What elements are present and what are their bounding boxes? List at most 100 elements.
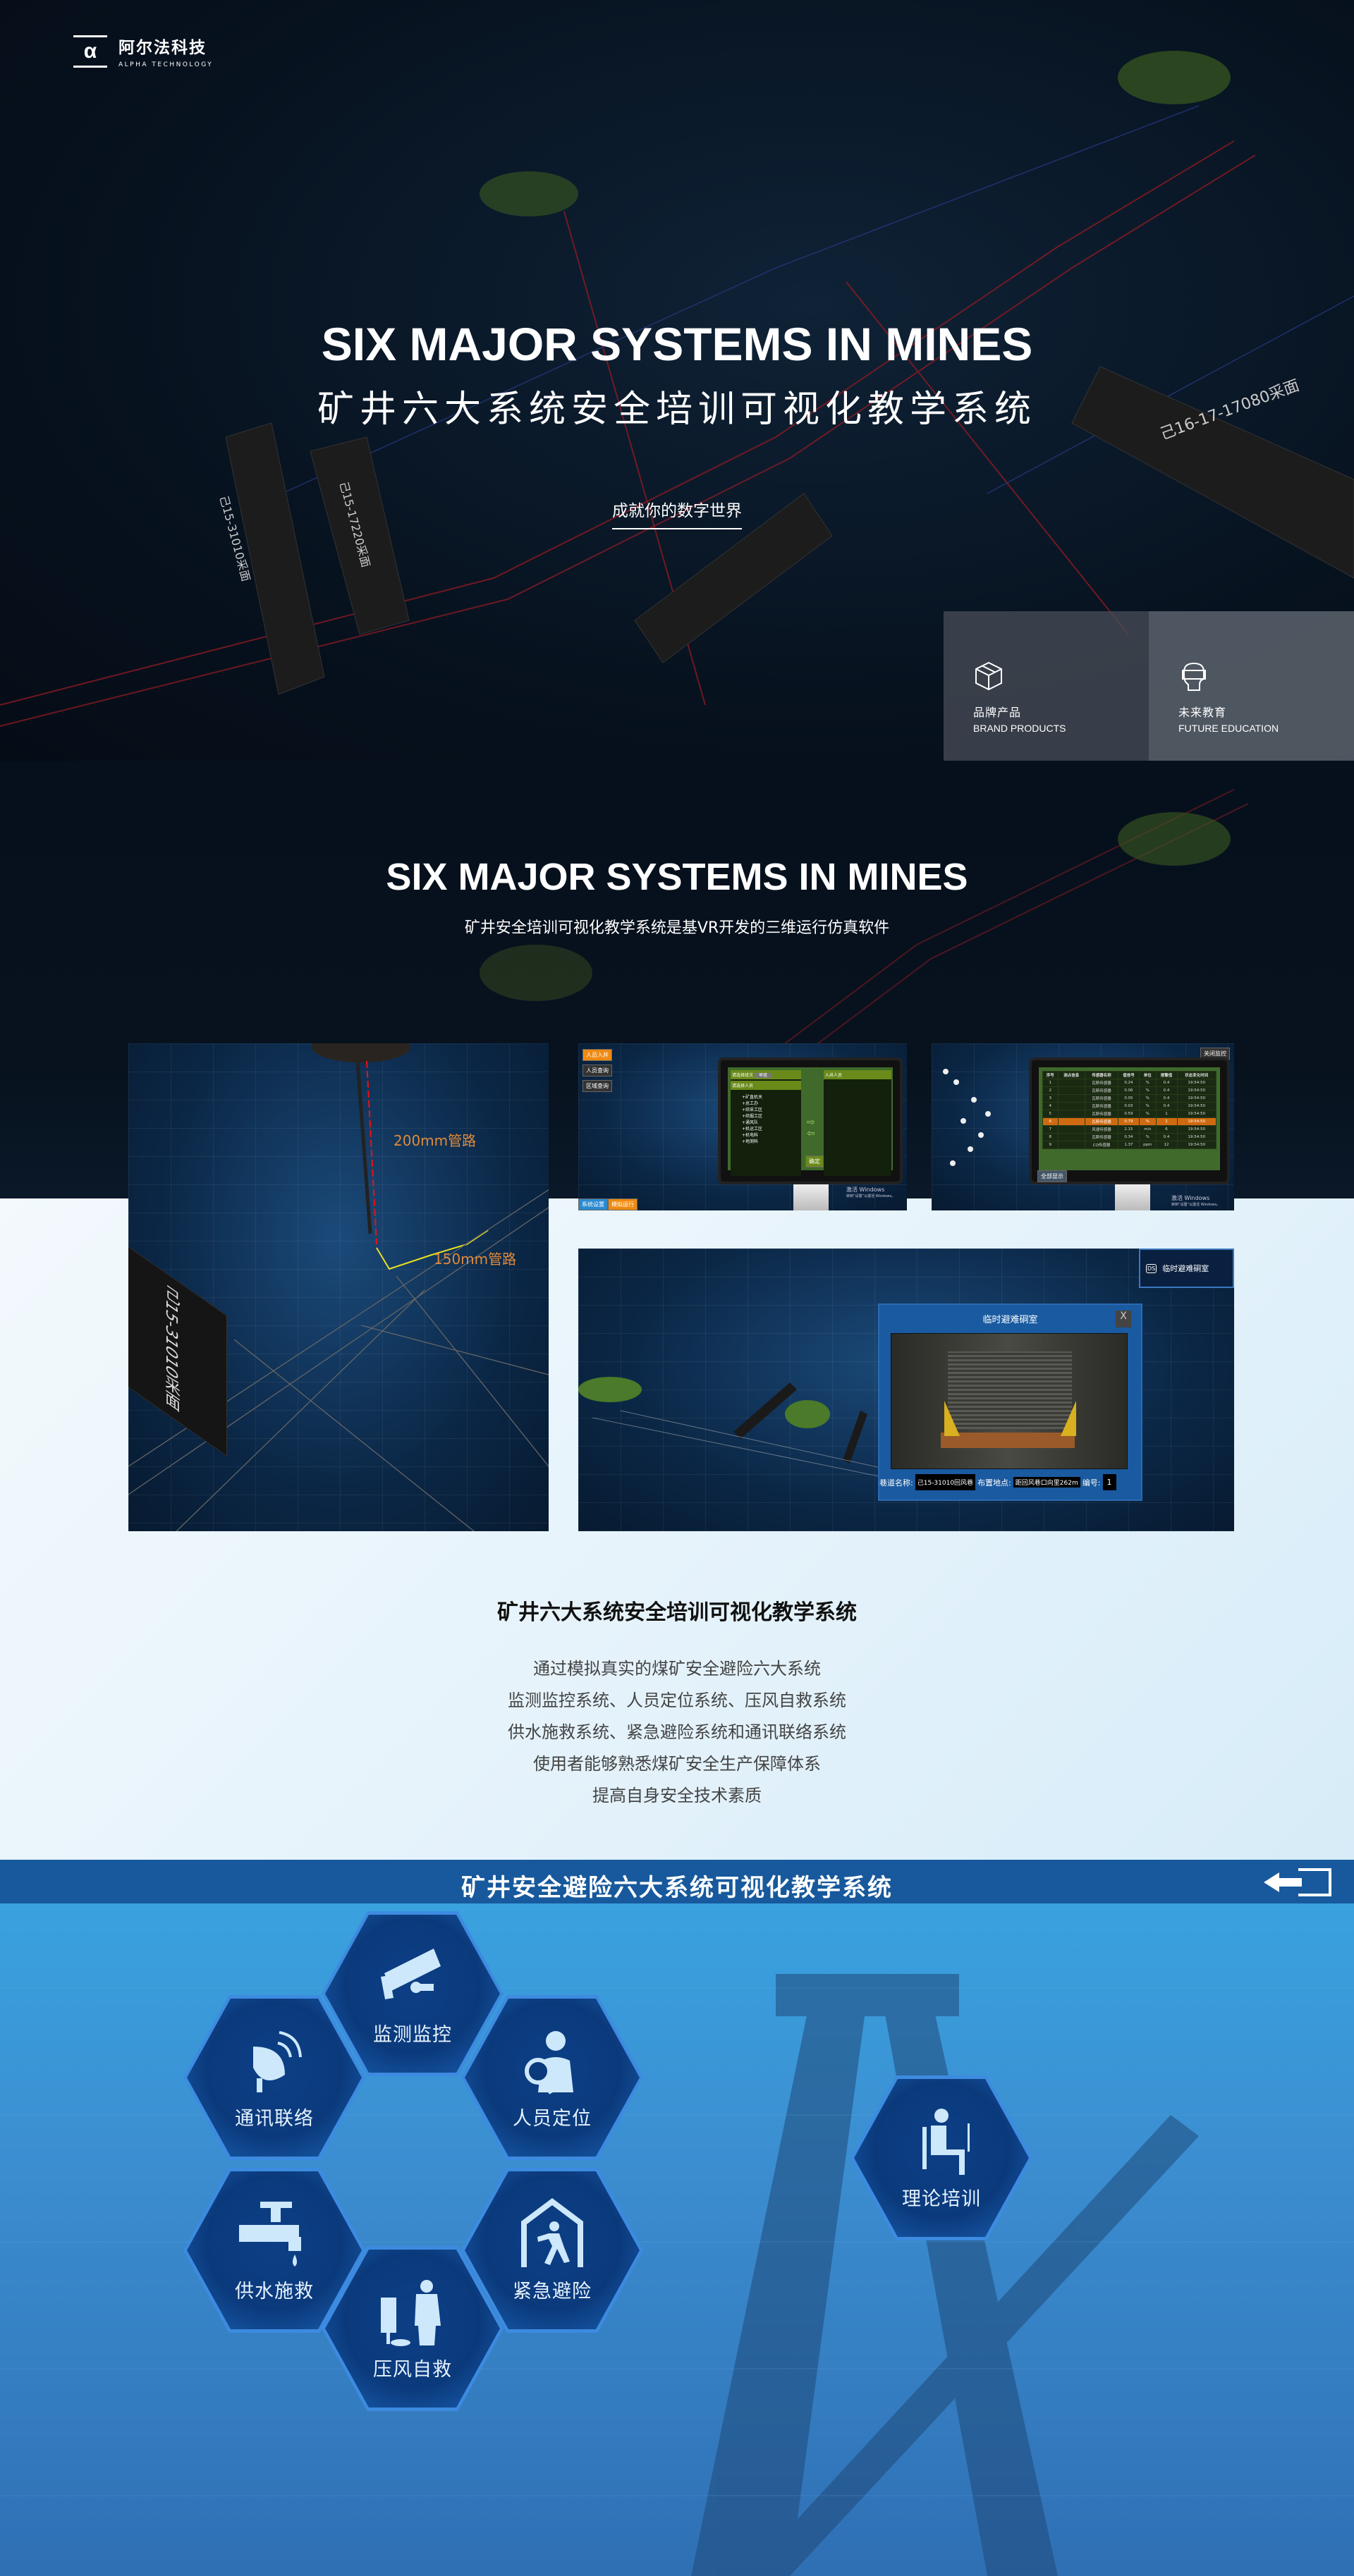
road-value: 己15-31010回风巷: [915, 1474, 976, 1490]
sensor-cell: 2.15: [1117, 1125, 1140, 1134]
sensor-cell: 19:54:50: [1176, 1094, 1217, 1103]
department-item[interactable]: +机电科: [742, 1133, 759, 1138]
sensor-cell: 4: [1042, 1102, 1059, 1110]
sensor-cell: 0.06: [1117, 1086, 1140, 1095]
sensor-cell: 1: [1042, 1079, 1059, 1087]
shift-select-value: 早班: [754, 1073, 771, 1078]
tab-simulation[interactable]: 模拟运行: [608, 1198, 638, 1210]
department-item[interactable]: +总工办: [742, 1101, 759, 1106]
system-tile-study-person[interactable]: 理论培训: [850, 2075, 1032, 2240]
system-tile-satellite-dish[interactable]: 通讯联络: [183, 1995, 365, 2160]
ds-icon: DS: [1146, 1263, 1157, 1273]
sensor-cell: 19:54:50: [1176, 1141, 1217, 1149]
brand-name-cn: 阿尔法科技: [118, 39, 207, 57]
logo-mark-icon: α: [73, 35, 107, 68]
shift-select-label: 请选择班次: [732, 1073, 754, 1078]
sensor-cell: 瓦斯传感器: [1085, 1110, 1118, 1118]
menu-personnel-query[interactable]: 人员查询: [583, 1065, 612, 1077]
sensor-cell: 瓦斯传感器: [1085, 1086, 1118, 1095]
personnel-screenshot: 人员入井 人员查询 区域查询 请选择班次 早班 请选择人员 +矿直机关+总工办+…: [578, 1043, 907, 1210]
transfer-arrows-icon[interactable]: ⇨⇦: [807, 1117, 815, 1139]
road-label: 巷道名称:: [879, 1478, 913, 1488]
system-tile-label: 供水施救: [235, 2280, 314, 2302]
department-tree: +矿直机关+总工办 +综采工区 +综掘工区+通风队 +机运工区 +机电科+地测科: [731, 1090, 801, 1145]
column-header: 测点信息: [1057, 1071, 1086, 1079]
department-item[interactable]: +综掘工区: [742, 1114, 763, 1119]
system-tile-label: 人员定位: [513, 2107, 592, 2130]
sensor-cell: 0.4: [1155, 1079, 1178, 1087]
box-icon: [975, 661, 1002, 691]
sensor-cell: 9: [1042, 1141, 1059, 1149]
vr-headset-icon: [1182, 662, 1206, 691]
pipe-150mm-label: 150mm管路: [434, 1251, 517, 1268]
monitor-frame: 请选择班次 早班 请选择人员 +矿直机关+总工办+综采工区+综掘工区+通风队+机…: [718, 1057, 903, 1184]
department-item[interactable]: +机运工区: [742, 1127, 763, 1131]
show-all-button[interactable]: 全部显示: [1037, 1170, 1067, 1182]
personnel-menu: 人员入井 人员查询 区域查询: [583, 1049, 612, 1092]
shift-select[interactable]: 请选择班次 早班: [731, 1070, 801, 1079]
sensor-cell: 3: [1042, 1094, 1059, 1103]
system-tile-air-compressor[interactable]: 压风自救: [322, 2246, 504, 2411]
department-item[interactable]: +综采工区: [742, 1108, 763, 1112]
department-item[interactable]: +地测科: [742, 1139, 759, 1144]
mine-tunnel-background: [0, 51, 1354, 727]
sensor-cell: [1057, 1117, 1086, 1126]
exit-arrow-icon[interactable]: [1260, 1867, 1337, 1898]
brand-products-card[interactable]: 品牌产品 BRAND PRODUCTS: [944, 611, 1149, 761]
card-label-en: BRAND PRODUCTS: [973, 723, 1066, 734]
sensor-cell: 19:54:50: [1176, 1133, 1217, 1141]
card-label-cn: 品牌产品: [973, 706, 1022, 719]
hero-tagline-link[interactable]: 成就你的数字世界: [612, 497, 742, 529]
system-tile-label: 压风自救: [373, 2358, 452, 2381]
confirm-button[interactable]: 确定: [805, 1155, 824, 1167]
popup-close-button[interactable]: X: [1116, 1311, 1131, 1327]
bottom-tabs: 系统设置 模拟运行: [578, 1198, 638, 1210]
refuge-popup: 临时避难硐室 X 巷道名称:己15-31010回风巷 布置地点:距回风巷口向里2…: [878, 1304, 1142, 1501]
sensor-cell: [1057, 1086, 1086, 1095]
system-tile-person-search[interactable]: 人员定位: [461, 1995, 643, 2160]
entered-personnel-panel: 入井人员: [824, 1070, 891, 1176]
menu-personnel-entry[interactable]: 人员入井: [583, 1049, 612, 1061]
department-item[interactable]: +矿直机关: [742, 1095, 763, 1100]
sensor-cell: 1.37: [1117, 1141, 1140, 1149]
logo[interactable]: α 阿尔法科技 ALPHA TECHNOLOGY: [73, 34, 213, 68]
sensor-cell: %: [1138, 1117, 1157, 1126]
system-tile-water-tap[interactable]: 供水施救: [183, 2168, 365, 2333]
systems-menu: 监测监控通讯联络人员定位供水施救 紧急避险压风自救 理论培训: [0, 1903, 1354, 2576]
card-label-cn: 未来教育: [1178, 706, 1227, 719]
sensor-cell: 19:54:50: [1176, 1086, 1217, 1095]
sensor-cell: 0.05: [1117, 1094, 1140, 1103]
menu-area-query[interactable]: 区域查询: [583, 1080, 612, 1092]
department-item[interactable]: +通风队: [742, 1120, 759, 1125]
watermark-sub: 转到“设置”以激活 Windows。: [1171, 1203, 1221, 1207]
brand-name-en: ALPHA TECHNOLOGY: [118, 61, 214, 68]
system-tile-camera[interactable]: 监测监控: [322, 1911, 504, 2076]
app-title-bar: 矿井安全避险六大系统可视化教学系统: [0, 1860, 1354, 1903]
camera-icon: [381, 1948, 441, 1999]
future-education-card[interactable]: 未来教育 FUTURE EDUCATION: [1149, 611, 1354, 761]
intro-subtitle: 矿井安全培训可视化教学系统是基VR开发的三维运行仿真软件: [464, 919, 890, 937]
column-header: 序号: [1042, 1071, 1059, 1079]
place-label: 布置地点:: [977, 1478, 1011, 1488]
tab-system-settings[interactable]: 系统设置: [578, 1198, 608, 1210]
system-tile-emergency-exit[interactable]: 紧急避险: [461, 2168, 643, 2333]
intro-title: SIX MAJOR SYSTEMS IN MINES: [386, 856, 968, 898]
sensor-cell: [1057, 1141, 1086, 1149]
water-tap-icon: [239, 2201, 301, 2267]
num-label: 编号:: [1082, 1478, 1101, 1488]
system-tile-label: 理论培训: [902, 2188, 981, 2210]
hero-title-cn: 矿井六大系统安全培训可视化教学系统: [317, 388, 1037, 431]
popup-info-row: 巷道名称:己15-31010回风巷 布置地点:距回风巷口向里262m 编号:1: [879, 1474, 1116, 1490]
